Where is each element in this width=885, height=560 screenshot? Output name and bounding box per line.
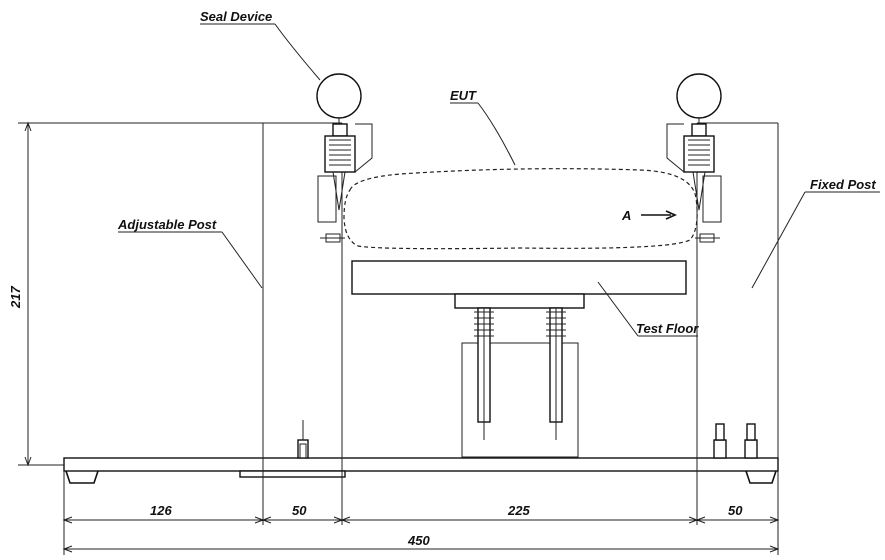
adjustable-post-label: Adjustable Post	[117, 217, 217, 232]
dim-50-left: 50	[292, 503, 307, 518]
arrow-a-icon	[641, 210, 677, 220]
dim-50-right: 50	[728, 503, 743, 518]
seal-device-leader	[200, 23, 321, 81]
seal-device-right	[666, 73, 722, 243]
width-dimensions	[62, 458, 780, 555]
foot-right	[745, 470, 777, 484]
adjustable-post-leader	[118, 231, 263, 289]
height-dimension-label: 217	[8, 286, 23, 309]
foot-left	[65, 470, 99, 484]
arrow-a-label: A	[621, 208, 631, 223]
eut-label: EUT	[450, 88, 477, 103]
dim-450: 450	[407, 533, 430, 548]
adjustable-post-base	[239, 470, 346, 478]
dim-126: 126	[150, 503, 172, 518]
seal-device-left	[316, 73, 373, 243]
eut-bag	[343, 168, 698, 250]
dim-225: 225	[507, 503, 530, 518]
seal-device-label: Seal Device	[200, 9, 272, 24]
base-plate	[63, 457, 779, 472]
test-floor-label: Test Floor	[636, 321, 699, 336]
fixed-post-leader	[751, 191, 880, 289]
height-dimension	[18, 121, 263, 467]
adjustable-post	[262, 122, 343, 459]
test-floor-leader	[597, 281, 698, 337]
fixed-post	[696, 122, 779, 459]
fixed-post-label: Fixed Post	[810, 177, 876, 192]
test-floor	[351, 260, 687, 458]
eut-leader	[450, 102, 516, 166]
